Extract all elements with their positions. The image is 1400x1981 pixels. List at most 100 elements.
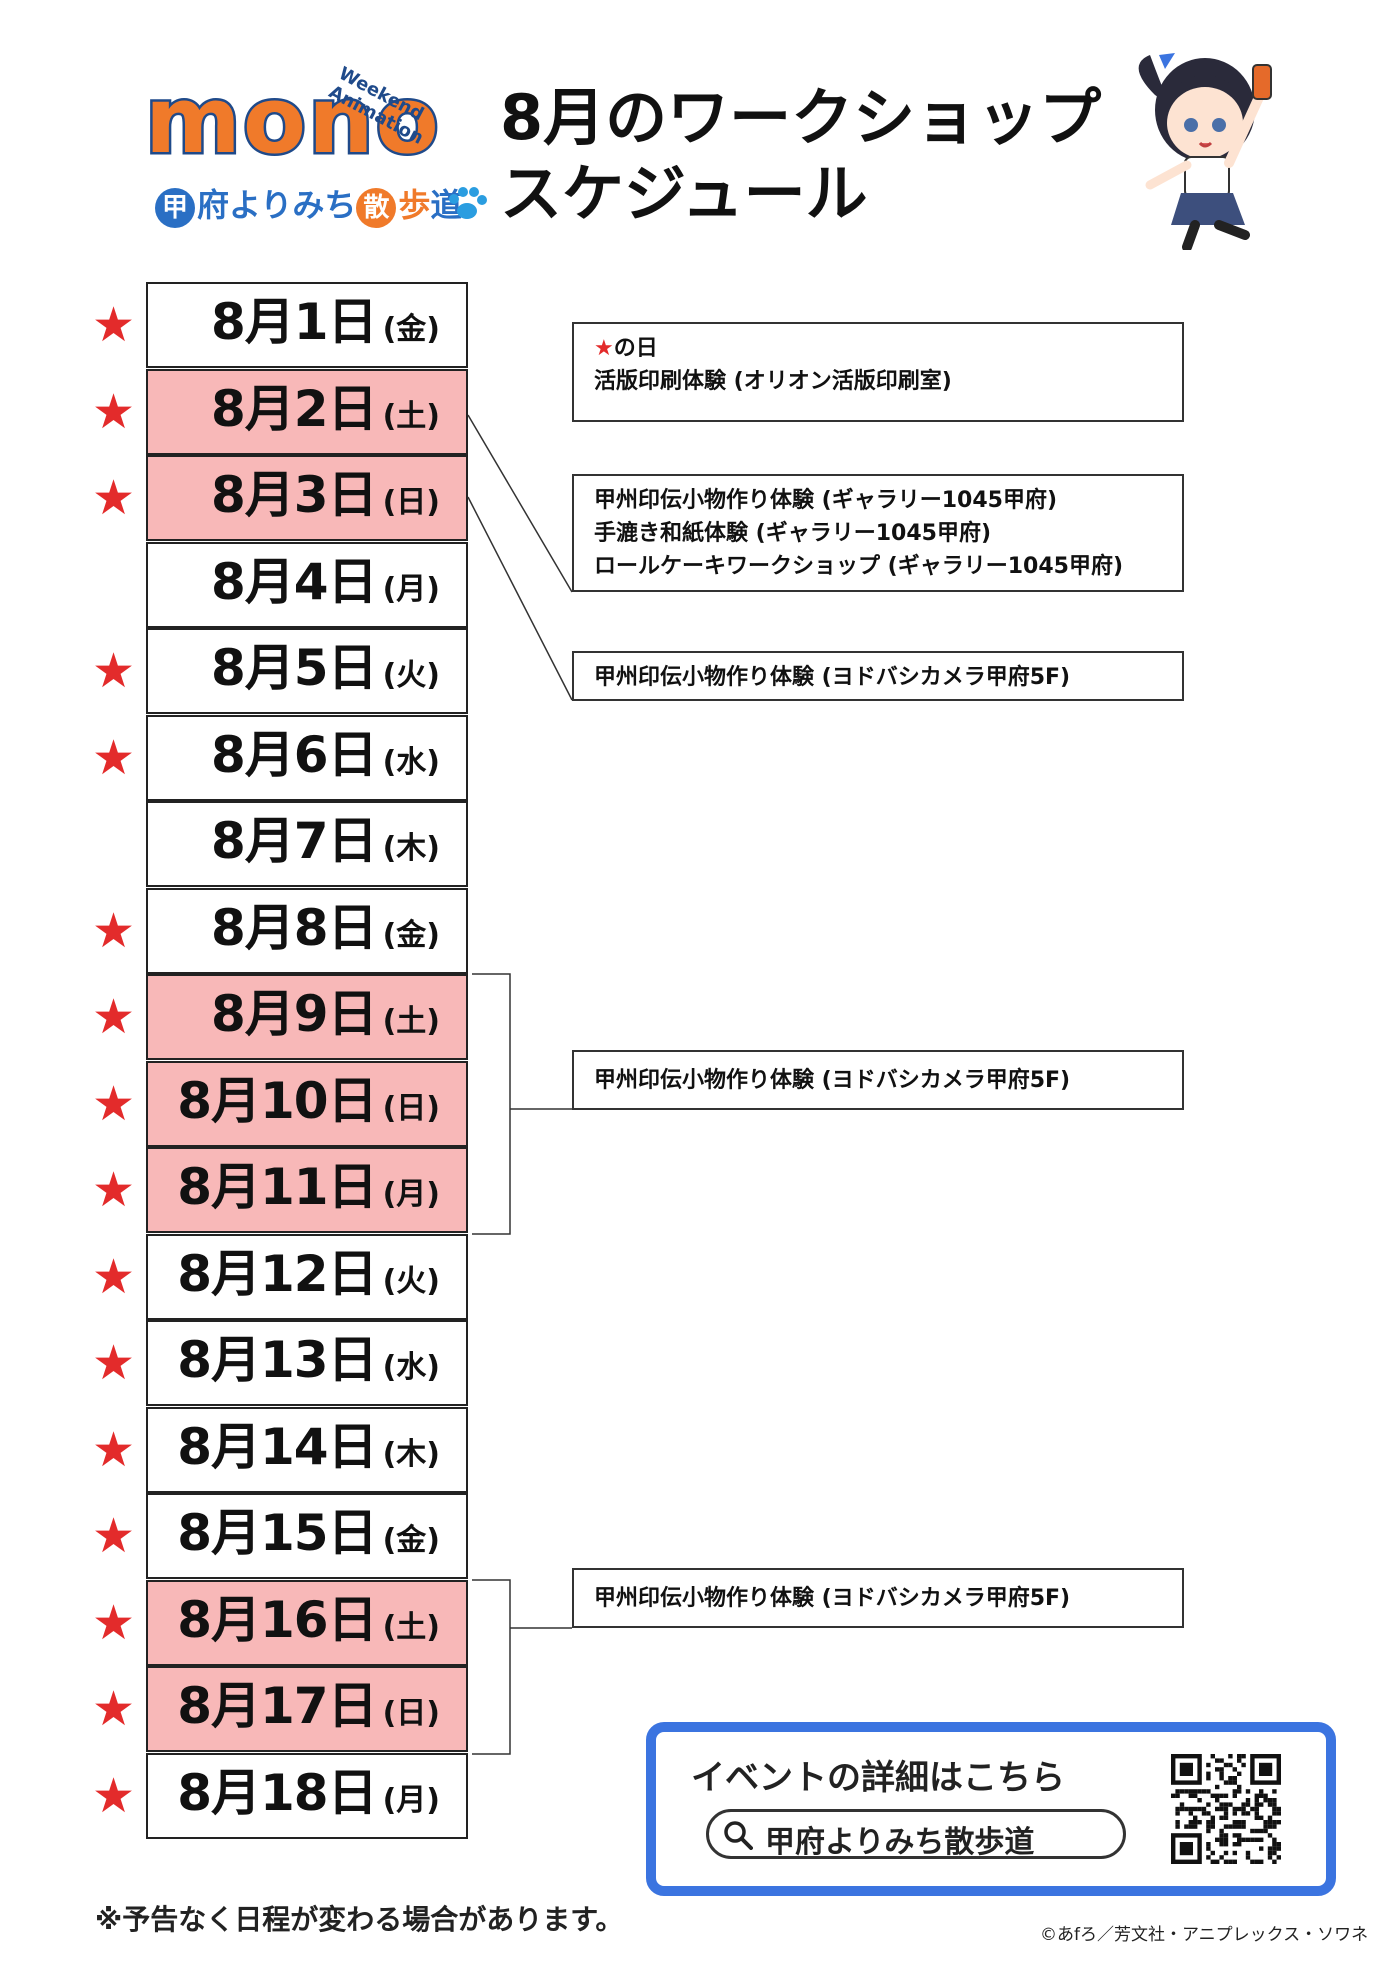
aug9-11-event: 甲州印伝小物作り体験 (ヨドバシカメラ甲府5F) bbox=[594, 1068, 1071, 1093]
copyright: ©あfろ／芳文社・アニプレックス・ソワネ bbox=[1040, 1925, 1369, 1945]
date-row: 8月15日(金) bbox=[146, 1493, 468, 1579]
aug2-event-1: 甲州印伝小物作り体験 (ギャラリー1045甲府) bbox=[594, 488, 1058, 513]
search-bar[interactable]: 甲府よりみち散歩道 bbox=[706, 1809, 1126, 1860]
star-icon: ★ bbox=[92, 1767, 136, 1824]
date-value: 8月16日 bbox=[177, 1590, 377, 1649]
logo-subtitle: 甲府よりみち散歩道 bbox=[155, 180, 462, 228]
star-icon: ★ bbox=[92, 297, 136, 353]
date-label: 8月3日(日) bbox=[211, 455, 440, 527]
day-of-week: (金) bbox=[382, 917, 440, 953]
date-label: 8月16日(土) bbox=[177, 1580, 440, 1652]
day-of-week: (月) bbox=[382, 1177, 440, 1212]
date-label: 8月11日(月) bbox=[177, 1147, 440, 1219]
day-of-week: (月) bbox=[382, 1782, 440, 1818]
aug3-event-box: 甲州印伝小物作り体験 (ヨドバシカメラ甲府5F) bbox=[572, 651, 1184, 701]
search-icon bbox=[724, 1821, 753, 1850]
search-text: 甲府よりみち散歩道 bbox=[765, 1825, 1035, 1860]
date-row: 8月6日(水) bbox=[146, 714, 468, 801]
star-legend-title: ★の日 bbox=[594, 332, 1162, 365]
logo-sub-char-4: 散 bbox=[356, 188, 397, 228]
logo-sub-char-3: よりみち bbox=[229, 186, 357, 224]
logo-sub-char-1: 甲 bbox=[155, 188, 195, 228]
aug2-event-2: 手漉き和紙体験 (ギャラリー1045甲府) bbox=[594, 521, 992, 546]
date-value: 8月10日 bbox=[177, 1071, 377, 1130]
day-of-week: (水) bbox=[382, 1350, 440, 1385]
date-row: 8月3日(日) bbox=[146, 455, 468, 541]
date-row: 8月7日(木) bbox=[146, 801, 468, 887]
date-value: 8月9日 bbox=[210, 985, 378, 1043]
event-details-box: イベントの詳細はこちら 甲府よりみち散歩道 bbox=[646, 1722, 1336, 1896]
day-of-week: (土) bbox=[382, 398, 440, 434]
date-label: 8月8日(金) bbox=[211, 888, 440, 960]
star-icon: ★ bbox=[92, 1594, 136, 1651]
red-star-icon: ★ bbox=[594, 336, 614, 361]
date-row: 8月12日(火) bbox=[146, 1233, 468, 1320]
star-icon: ★ bbox=[92, 1248, 136, 1305]
date-value: 8月14日 bbox=[177, 1417, 377, 1476]
date-row: 8月5日(火) bbox=[146, 628, 468, 714]
star-icon: ★ bbox=[92, 729, 136, 786]
date-row: 8月11日(月) bbox=[146, 1147, 468, 1233]
date-row: 8月2日(土) bbox=[146, 368, 468, 455]
date-value: 8月4日 bbox=[210, 552, 378, 611]
date-row: 8月17日(日) bbox=[146, 1666, 468, 1752]
star-legend-label: の日 bbox=[613, 336, 658, 361]
date-row: 8月10日(日) bbox=[146, 1060, 468, 1147]
date-value: 8月6日 bbox=[210, 725, 378, 784]
date-row: 8月18日(月) bbox=[146, 1752, 468, 1839]
day-of-week: (火) bbox=[382, 1263, 440, 1299]
date-row: 8月13日(水) bbox=[146, 1320, 468, 1406]
star-legend-detail: 活版印刷体験 (オリオン活版印刷室) bbox=[594, 369, 952, 394]
star-icon: ★ bbox=[92, 902, 136, 959]
star-icon: ★ bbox=[92, 989, 136, 1045]
date-row: 8月9日(土) bbox=[146, 974, 468, 1060]
aug3-event: 甲州印伝小物作り体験 (ヨドバシカメラ甲府5F) bbox=[594, 665, 1071, 690]
logo-wordmark: mono bbox=[143, 67, 442, 174]
star-icon: ★ bbox=[92, 1162, 136, 1218]
date-value: 8月15日 bbox=[177, 1504, 377, 1562]
paw-icon bbox=[449, 187, 487, 219]
day-of-week: (火) bbox=[382, 658, 440, 693]
date-row: 8月4日(月) bbox=[146, 541, 468, 628]
date-label: 8月9日(土) bbox=[211, 974, 440, 1046]
star-icon: ★ bbox=[92, 1421, 136, 1478]
date-label: 8月1日(金) bbox=[211, 282, 440, 354]
aug16-17-event: 甲州印伝小物作り体験 (ヨドバシカメラ甲府5F) bbox=[594, 1586, 1071, 1611]
star-icon: ★ bbox=[92, 1508, 136, 1564]
logo-sub-char-6: 道 bbox=[430, 186, 463, 224]
qr-code[interactable] bbox=[1171, 1754, 1281, 1864]
date-value: 8月17日 bbox=[177, 1677, 377, 1735]
title-line-2: スケジュール bbox=[500, 157, 868, 230]
page-title: 8月のワークショップ スケジュール bbox=[500, 80, 1101, 232]
day-of-week: (木) bbox=[382, 1436, 440, 1472]
day-of-week: (月) bbox=[382, 571, 440, 607]
star-icon: ★ bbox=[92, 643, 136, 699]
date-row: 8月16日(土) bbox=[146, 1579, 468, 1666]
day-of-week: (水) bbox=[382, 744, 440, 780]
title-line-1: 8月のワークショップ bbox=[500, 81, 1102, 154]
aug2-event-3: ロールケーキワークショップ (ギャラリー1045甲府) bbox=[594, 554, 1124, 579]
date-label: 8月10日(日) bbox=[177, 1061, 440, 1133]
star-icon: ★ bbox=[92, 1681, 136, 1737]
day-of-week: (土) bbox=[382, 1609, 440, 1645]
day-of-week: (金) bbox=[382, 1523, 440, 1558]
date-value: 8月13日 bbox=[177, 1331, 377, 1389]
date-value: 8月8日 bbox=[210, 898, 378, 957]
date-value: 8月2日 bbox=[210, 379, 378, 438]
date-row: 8月8日(金) bbox=[146, 887, 468, 974]
logo-sub-char-2: 府 bbox=[197, 186, 230, 224]
day-of-week: (土) bbox=[382, 1004, 440, 1039]
day-of-week: (日) bbox=[382, 485, 440, 520]
star-legend-box: ★の日 活版印刷体験 (オリオン活版印刷室) bbox=[572, 322, 1184, 422]
character-illustration bbox=[1138, 53, 1272, 250]
date-label: 8月6日(水) bbox=[211, 715, 440, 787]
date-label: 8月12日(火) bbox=[177, 1234, 440, 1306]
aug2-events-box: 甲州印伝小物作り体験 (ギャラリー1045甲府) 手漉き和紙体験 (ギャラリー1… bbox=[572, 474, 1184, 592]
date-label: 8月2日(土) bbox=[211, 369, 440, 441]
day-of-week: (日) bbox=[382, 1696, 440, 1731]
star-icon: ★ bbox=[92, 1335, 136, 1391]
date-label: 8月17日(日) bbox=[177, 1666, 440, 1738]
aug9-11-event-box: 甲州印伝小物作り体験 (ヨドバシカメラ甲府5F) bbox=[572, 1050, 1184, 1110]
date-value: 8月18日 bbox=[177, 1763, 377, 1822]
date-label: 8月18日(月) bbox=[177, 1753, 440, 1825]
